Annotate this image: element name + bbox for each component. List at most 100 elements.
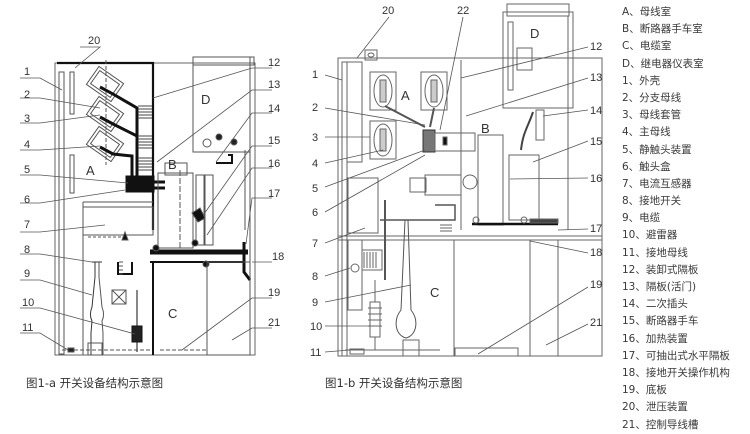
callout: 3 bbox=[24, 113, 30, 125]
figure-1a bbox=[54, 56, 256, 356]
mark-a-1b: A bbox=[401, 88, 410, 103]
callout: 1 bbox=[24, 66, 30, 78]
legend-item-b: B、断路器手车室 bbox=[622, 23, 703, 36]
leaders-1b bbox=[324, 16, 589, 355]
callout: 8 bbox=[24, 244, 30, 256]
mark-d-1a: D bbox=[201, 92, 210, 107]
mark-a-1a: A bbox=[86, 163, 95, 178]
breaker-truck-1a bbox=[157, 172, 194, 249]
busbar-bushings-1a bbox=[85, 60, 125, 165]
callout: 6 bbox=[312, 207, 318, 219]
legend-item-18: 18、接地开关操作机构 bbox=[622, 366, 730, 379]
control-duct-1a bbox=[206, 261, 251, 356]
callout: 14 bbox=[590, 105, 602, 117]
cabinet-shell-1a bbox=[54, 62, 256, 356]
callout: 14 bbox=[268, 103, 280, 115]
callouts-1b: 20 22 1 2 3 4 5 6 7 8 9 10 11 12 13 14 1… bbox=[310, 5, 602, 359]
callout: 18 bbox=[590, 247, 602, 259]
callout: 12 bbox=[268, 57, 280, 69]
callout: 19 bbox=[590, 279, 602, 291]
side-panel-1a bbox=[58, 71, 65, 355]
legend-item-20: 20、泄压装置 bbox=[622, 401, 688, 414]
inner-plate-1a bbox=[69, 71, 75, 115]
mark-c-1b: C bbox=[430, 285, 439, 300]
callout: 4 bbox=[24, 139, 30, 151]
callout: 21 bbox=[590, 317, 602, 329]
pressure-relief-top-1a bbox=[57, 61, 155, 230]
callout: 12 bbox=[590, 41, 602, 53]
callout: 2 bbox=[312, 102, 318, 114]
callout: 15 bbox=[268, 135, 280, 147]
earthing-switch-1a bbox=[117, 262, 133, 275]
current-transformer-1a bbox=[82, 206, 154, 236]
legend-item-1: 1、外壳 bbox=[622, 74, 661, 87]
callout: 1 bbox=[312, 69, 318, 81]
callout: 15 bbox=[590, 136, 602, 148]
callout: 17 bbox=[590, 223, 602, 235]
legend-item-21: 21、控制导线槽 bbox=[622, 418, 699, 431]
leaders-1a bbox=[20, 46, 272, 351]
callout: 13 bbox=[268, 79, 280, 91]
cable-1b bbox=[395, 219, 417, 339]
switchgear-diagrams: A B C D A B C D 20 1 2 3 4 5 6 7 8 9 10 … bbox=[20, 3, 603, 359]
callout: 2 bbox=[24, 89, 30, 101]
callout: 5 bbox=[312, 183, 318, 195]
relay-top-1a bbox=[192, 56, 255, 66]
callout: 4 bbox=[312, 158, 318, 170]
legend-item-d: D、继电器仪表室 bbox=[622, 57, 704, 70]
legend-item-19: 19、底板 bbox=[622, 384, 667, 397]
callout: 20 bbox=[88, 35, 100, 47]
callout: 17 bbox=[268, 188, 280, 200]
mark-b-1a: B bbox=[168, 157, 177, 172]
legend-item-8: 8、接地开关 bbox=[622, 195, 682, 208]
legend-item-3: 3、母线套管 bbox=[622, 109, 682, 122]
callout: 19 bbox=[268, 287, 280, 299]
mark-d-1b: D bbox=[530, 26, 539, 41]
callout: 11 bbox=[310, 347, 321, 359]
legend-item-12: 12、装卸式隔板 bbox=[622, 263, 699, 276]
legend-item-17: 17、可抽出式水平隔板 bbox=[622, 349, 730, 362]
legend-item-15: 15、断路器手车 bbox=[622, 315, 699, 328]
pressure-relief-1b bbox=[364, 49, 378, 61]
legend-item-6: 6、触头盒 bbox=[622, 160, 671, 173]
base-plate-1b bbox=[454, 347, 519, 357]
legend-item-7: 7、电流互感器 bbox=[622, 177, 692, 190]
surge-arrester-1b bbox=[368, 280, 382, 350]
mark-b-1b: B bbox=[481, 121, 490, 136]
legend-item-13: 13、隔板(活门) bbox=[622, 281, 697, 293]
callout: 9 bbox=[312, 297, 318, 309]
insulator-stacks-1a bbox=[138, 105, 152, 171]
callout: 13 bbox=[590, 72, 602, 84]
callout: 5 bbox=[24, 164, 30, 176]
callout: 16 bbox=[590, 173, 602, 185]
legend-item-11: 11、接地母线 bbox=[622, 246, 688, 259]
callouts-1a: 20 1 2 3 4 5 6 7 8 9 10 11 12 13 14 15 1… bbox=[22, 35, 284, 334]
legend-item-2: 2、分支母线 bbox=[622, 91, 682, 104]
caption-figure-1a: 图1-a 开关设备结构示意图 bbox=[26, 376, 164, 390]
callout: 16 bbox=[268, 158, 280, 170]
legend-item-10: 10、避雷器 bbox=[622, 229, 678, 242]
mark-c-1a: C bbox=[168, 306, 177, 321]
breaker-truck-1b bbox=[477, 134, 504, 226]
callout: 20 bbox=[382, 5, 394, 17]
callout: 18 bbox=[272, 251, 284, 263]
branch-busbar-1b bbox=[384, 105, 435, 128]
legend-item-5: 5、静触头装置 bbox=[622, 143, 692, 156]
legend-item-9: 9、电缆 bbox=[622, 212, 661, 225]
callout: 3 bbox=[312, 132, 318, 144]
surge-arrester-1a bbox=[131, 290, 143, 352]
figure-1b bbox=[337, 3, 603, 357]
callout: 10 bbox=[22, 297, 34, 309]
earthing-switch-1b bbox=[347, 200, 386, 311]
callout: 21 bbox=[268, 317, 280, 329]
legend: A、母线室 B、断路器手车室 C、电缆室 D、继电器仪表室 1、外壳 2、分支母… bbox=[622, 4, 750, 434]
callout: 7 bbox=[24, 219, 30, 231]
static-contact-1a bbox=[125, 175, 155, 193]
legend-item-16: 16、加热装置 bbox=[622, 332, 688, 345]
callout: 9 bbox=[24, 268, 30, 280]
callout: 7 bbox=[312, 238, 318, 250]
callout: 8 bbox=[312, 271, 318, 283]
callout: 11 bbox=[22, 322, 33, 334]
caption-figure-1b: 图1-b 开关设备结构示意图 bbox=[325, 376, 463, 390]
contact-box-1b bbox=[422, 129, 436, 153]
